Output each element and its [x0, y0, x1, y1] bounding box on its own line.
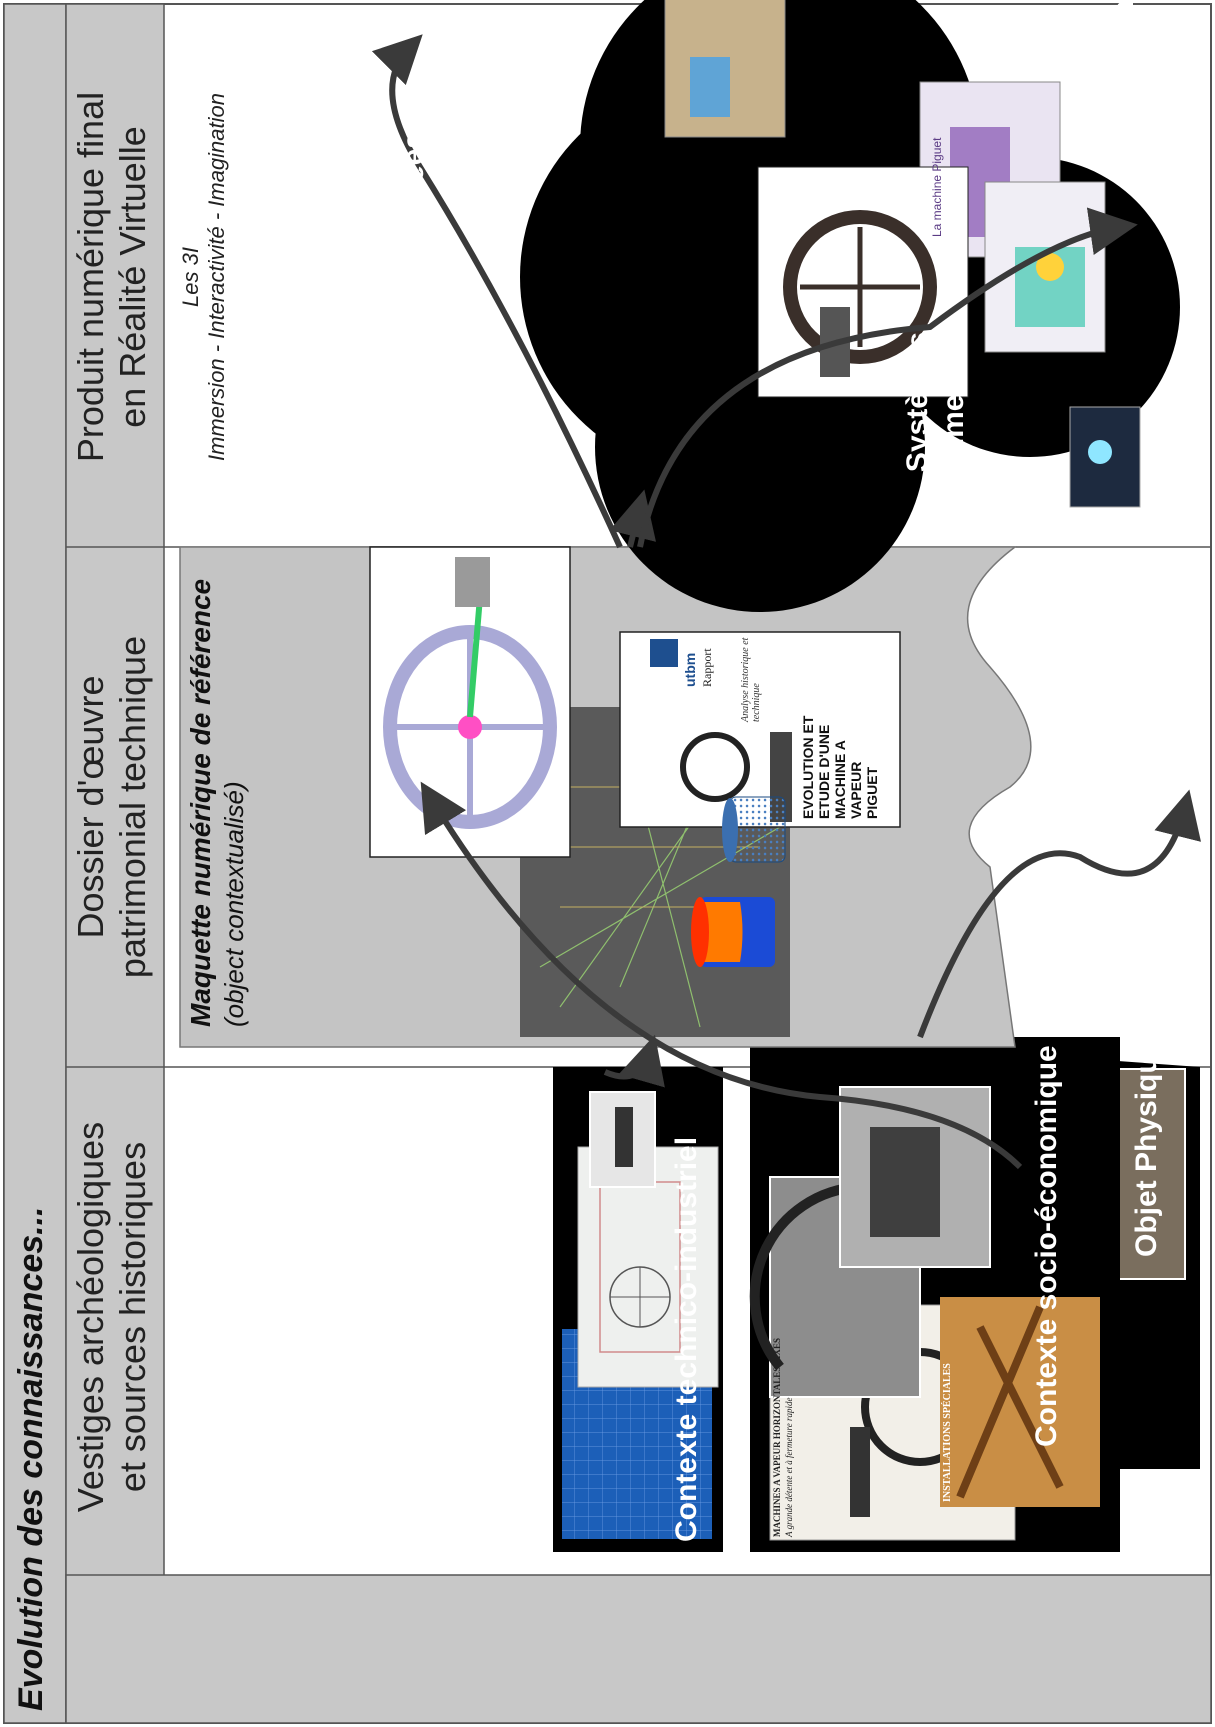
- column-header-1-line2: et sources historiques: [112, 1141, 153, 1493]
- catalogue-line-1: MACHINES A VAPEUR HORIZONTALES FIXES: [772, 1337, 782, 1537]
- arrow-to-immersive: [609, 489, 657, 548]
- cylinder-blue: [729, 796, 786, 863]
- rapport-brand: utbm: [682, 652, 698, 687]
- column-header-2: Dossier d'œuvre patrimonial technique: [70, 547, 154, 1067]
- column-header-1: Vestiges archéologiques et sources histo…: [70, 1067, 154, 1567]
- rapport-label: Rapport: [700, 648, 714, 687]
- three-i-items: Immersion - Interactivité - Imagination: [204, 92, 229, 462]
- rapport-title-2: ETUDE D'UNE: [816, 724, 832, 819]
- home-label-line2: à la maison: [1107, 0, 1140, 164]
- column-header-2-line1: Dossier d'œuvre: [70, 675, 111, 939]
- rapport-title-5: PIGUET: [864, 766, 880, 819]
- rapport-title-1: EVOLUTION ET: [800, 715, 816, 819]
- arrow-objet-to-maquette: [420, 781, 1023, 1170]
- column-header-1-line1: Vestiges archéologiques: [70, 1121, 111, 1513]
- maquette-title: Maquette numérique de référence: [185, 578, 216, 1027]
- socio-label: Contexte socio-économique: [1030, 1045, 1063, 1447]
- column-header-3: Produit numérique final en Réalité Virtu…: [70, 7, 154, 547]
- column-header-3-line1: Produit numérique final: [70, 91, 111, 463]
- technico-label: Contexte technico-industriel: [670, 1136, 703, 1542]
- museum-label-line2: les Musées: [397, 131, 430, 293]
- home-label: Utilisation à la maison: [1070, 0, 1142, 167]
- catalogue-line-2: A grande détente et à fermeture rapide: [784, 1397, 794, 1537]
- maquette-subtitle: (object contextualisé): [219, 781, 249, 1027]
- rapport-title-3: MACHINE A: [832, 740, 848, 819]
- museum-label-line1: Utilisation dans: [361, 100, 394, 324]
- three-i-title: Les 3I: [178, 247, 203, 307]
- column-header-3-line2: en Réalité Virtuelle: [112, 126, 153, 428]
- rapport-title-4: VAPEUR: [848, 761, 864, 819]
- arrow-technico-to-maquette: [603, 1034, 665, 1088]
- catalogue-line-3: INSTALLATIONS SPÉCIALES: [942, 1363, 953, 1502]
- museum-label: Utilisation dans les Musées: [360, 92, 432, 332]
- three-i-block: Les 3I Immersion - Interactivité - Imagi…: [178, 17, 230, 537]
- rapport-subtitle: Analyse historique et technique: [740, 637, 762, 722]
- home-label-line1: Utilisation: [1071, 9, 1104, 155]
- maquette-title-block: Maquette numérique de référence (object …: [185, 557, 250, 1027]
- immersive-label: Systèmes Immersifs: [900, 317, 972, 487]
- home-screen-title: La machine Piguet: [930, 137, 944, 237]
- page-title: Evolution des connaissances...: [12, 1206, 50, 1712]
- arrow-to-museum: [637, 207, 1138, 548]
- catalogue-text: MACHINES A VAPEUR HORIZONTALES FIXES A g…: [772, 1307, 794, 1537]
- objet-physique-label: Objet Physique: [1130, 1038, 1163, 1257]
- column-header-2-line2: patrimonial technique: [112, 635, 153, 979]
- arrow-socio-to-maquette: [917, 789, 1201, 1039]
- left-strip: [65, 1574, 1212, 1724]
- rapport-text: EVOLUTION ET ETUDE D'UNE MACHINE A VAPEU…: [800, 639, 880, 819]
- immersive-label-line1: Systèmes: [901, 331, 934, 473]
- immersive-label-line2: Immersifs: [937, 331, 970, 473]
- arrow-to-home: [371, 34, 623, 549]
